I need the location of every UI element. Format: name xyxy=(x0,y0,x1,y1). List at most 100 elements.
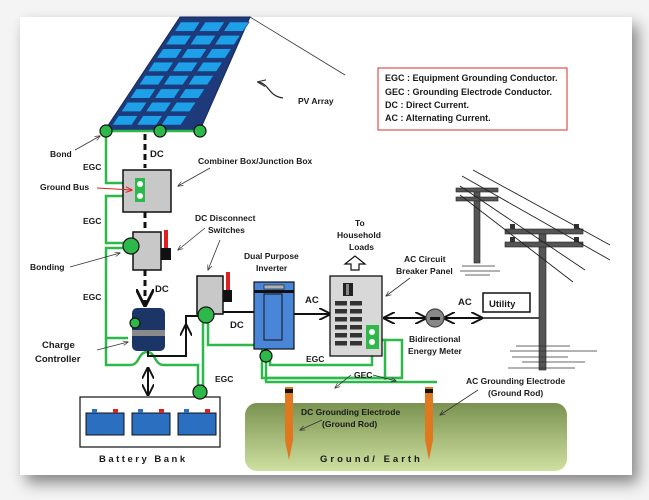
ac-electrode-label-1: AC Grounding Electrode xyxy=(466,376,565,386)
breakers xyxy=(335,301,362,346)
breaker-switch xyxy=(350,325,362,330)
household-label-1: To xyxy=(355,218,365,228)
pv-cell xyxy=(165,35,192,46)
dc-ground-rod xyxy=(285,387,293,460)
pv-cell xyxy=(171,61,199,72)
household-label-2: Household xyxy=(337,230,381,240)
charge-controller-label-1: Charge xyxy=(42,340,75,351)
legend-item-gec: GEC : Grounding Electrode Conductor. xyxy=(385,87,552,97)
combiner-box-label: Combiner Box/Junction Box xyxy=(198,156,313,166)
dc-electrode-label-2: (Ground Rod) xyxy=(322,419,377,429)
dc-label-1: DC xyxy=(150,149,164,160)
pv-array: PV Array xyxy=(104,16,346,131)
breaker-switch xyxy=(335,301,347,306)
pv-cell xyxy=(189,35,217,46)
breaker-switch xyxy=(335,309,347,314)
breaker-switch xyxy=(335,341,347,346)
pv-cell xyxy=(169,101,197,112)
gec-label: GEC xyxy=(354,370,372,380)
bidirectional-energy-meter: Bidirectional Energy Meter xyxy=(408,308,463,356)
pv-cell xyxy=(136,115,164,126)
battery-bank-label: Battery Bank xyxy=(99,454,188,465)
legend-item-dc: DC : Direct Current. xyxy=(385,100,469,110)
egc-label-2: EGC xyxy=(83,216,101,226)
legend-item-egc: EGC : Equipment Grounding Conductor. xyxy=(385,73,558,83)
dc-dashed-line: DC DC xyxy=(145,134,169,305)
pv-cell xyxy=(147,61,175,72)
inverter-label-1: Dual Purpose xyxy=(244,251,299,261)
breaker-switch xyxy=(335,333,347,338)
dc-electrode-label: DC Grounding Electrode (Ground Rod) xyxy=(300,407,400,430)
dc-disconnect-switch-1 xyxy=(122,230,171,271)
dc-disconnect-label-2: Switches xyxy=(208,225,245,235)
breaker-switch xyxy=(350,301,362,306)
bonding: Bonding xyxy=(30,253,120,272)
ac-electrode-label-2: (Ground Rod) xyxy=(488,388,543,398)
breaker-panel-label-2: Breaker Panel xyxy=(396,266,453,276)
pv-cell xyxy=(145,101,172,112)
ground-earth: Ground/ Earth xyxy=(245,403,567,471)
household-label-3: Loads xyxy=(349,242,374,252)
charge-controller-label-2: Controller xyxy=(35,354,81,365)
batteries xyxy=(85,409,217,436)
utility-poles xyxy=(455,169,611,371)
dc-disconnect-switch-2 xyxy=(196,272,232,324)
battery-bank: Battery Bank xyxy=(79,384,221,465)
legend-item-ac: AC : Alternating Current. xyxy=(385,113,491,123)
pv-cell xyxy=(180,48,208,59)
bonding-label: Bonding xyxy=(30,262,64,272)
pv-cell xyxy=(138,75,166,86)
ground-bus: Ground Bus xyxy=(40,182,132,192)
battery xyxy=(177,409,217,436)
ac-label-2: AC xyxy=(458,297,472,308)
pv-cell xyxy=(222,21,250,32)
pv-cell xyxy=(111,115,139,126)
utility-label: Utility xyxy=(489,299,516,310)
pv-cell xyxy=(162,75,190,86)
dc-disconnect-label-1: DC Disconnect xyxy=(195,213,256,223)
egc-wiring xyxy=(104,129,437,392)
pv-cell xyxy=(196,61,224,72)
pv-cell xyxy=(187,75,215,86)
pv-cell xyxy=(214,35,241,46)
pv-cell xyxy=(154,88,181,99)
dc-disconnect-label: DC Disconnect Switches xyxy=(178,213,256,270)
dual-purpose-inverter: Dual Purpose Inverter xyxy=(244,251,299,363)
pv-cell xyxy=(173,21,201,32)
breaker-switch xyxy=(350,317,362,322)
pv-cell xyxy=(156,48,183,59)
pv-array-label: PV Array xyxy=(298,96,334,106)
breaker-switch xyxy=(335,317,347,322)
egc-label-5: EGC xyxy=(306,354,324,364)
dc-label-2: DC xyxy=(155,284,169,295)
ac-circuit-breaker-panel: AC Circuit Breaker Panel xyxy=(329,254,453,357)
ac-ground-rod xyxy=(425,387,433,460)
legend-box: EGC : Equipment Grounding Conductor. GEC… xyxy=(377,67,568,131)
gec: GEC xyxy=(335,370,396,388)
pv-cell xyxy=(160,115,188,126)
charge-controller: Charge Controller xyxy=(35,308,165,365)
pv-cells xyxy=(111,21,250,126)
ground-bus-label: Ground Bus xyxy=(40,182,89,192)
combiner-box: Combiner Box/Junction Box xyxy=(122,156,313,213)
breaker-switch xyxy=(335,325,347,330)
egc-label-3: EGC xyxy=(83,292,101,302)
pv-cell xyxy=(198,21,226,32)
battery xyxy=(131,409,171,436)
breaker-panel-label-1: AC Circuit xyxy=(404,254,446,264)
pv-cell xyxy=(178,88,206,99)
dc-electrode-label-1: DC Grounding Electrode xyxy=(301,407,400,417)
utility: Utility xyxy=(482,292,531,313)
ac-electrode-label: AC Grounding Electrode (Ground Rod) xyxy=(440,376,565,415)
pv-cell xyxy=(120,101,148,112)
bond-label: Bond xyxy=(50,149,72,159)
egc-label-1: EGC xyxy=(83,162,101,172)
dc-label-3: DC xyxy=(230,320,244,331)
pv-cell xyxy=(205,48,232,59)
inverter-label-2: Inverter xyxy=(256,263,288,273)
meter-label-2: Energy Meter xyxy=(408,346,463,356)
ground-earth-label: Ground/ Earth xyxy=(320,454,423,465)
up-arrow-icon xyxy=(343,255,367,271)
ac-label-1: AC xyxy=(305,295,319,306)
